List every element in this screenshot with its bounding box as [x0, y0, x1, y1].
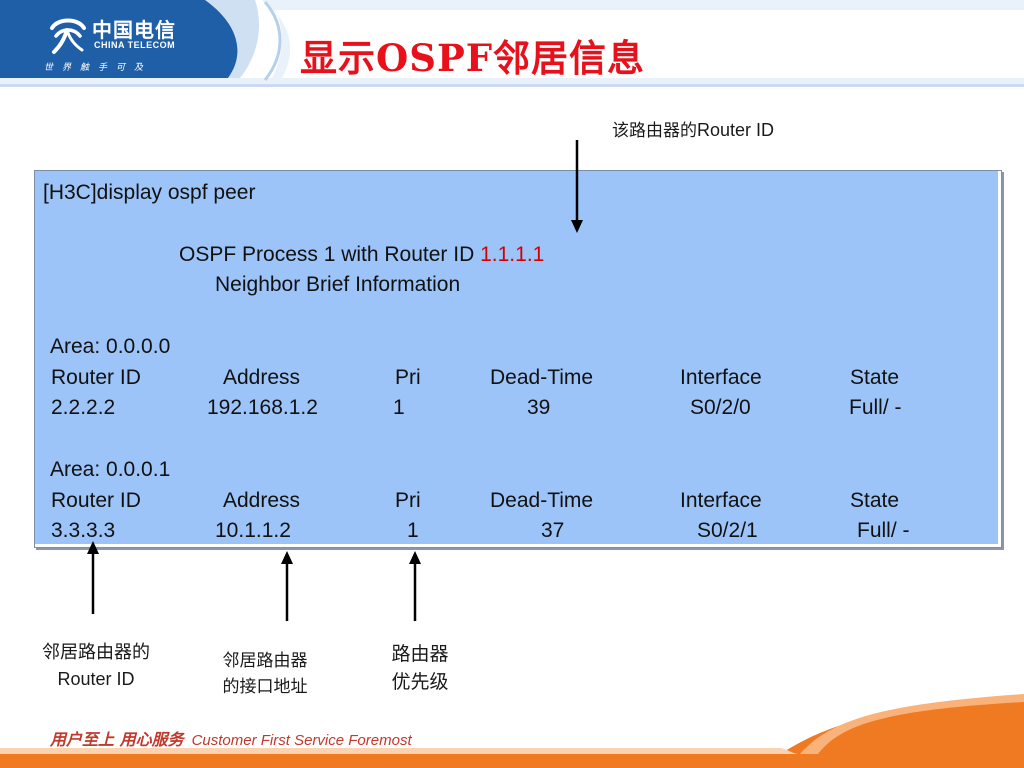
column-header-interface: Interface — [680, 366, 762, 389]
annotation-router-id: 该路由器的Router ID — [612, 116, 774, 141]
header-band: 中国电信 CHINA TELECOM 世界触手可及 — [0, 0, 1024, 90]
annotation-neighbor-interface-line1: 邻居路由器 — [222, 651, 308, 671]
neighbor-router-id: 2.2.2.2 — [51, 396, 116, 419]
brief-heading: Neighbor Brief Information — [215, 273, 461, 296]
column-header-interface: Interface — [680, 489, 762, 512]
neighbor-interface: S0/2/0 — [690, 396, 751, 419]
process-prefix: OSPF Process 1 with Router ID — [179, 243, 481, 266]
column-header-dead-time: Dead-Time — [490, 489, 594, 512]
annotation-neighbor-router-id-cn: 邻居路由器的 — [42, 642, 150, 663]
neighbor-priority: 1 — [407, 519, 419, 542]
area-label: Area: 0.0.0.0 — [50, 335, 171, 358]
column-header-router-id: Router ID — [51, 366, 141, 389]
column-header-pri: Pri — [395, 489, 421, 512]
process-line: OSPF Process 1 with Router ID 1.1.1.1 — [179, 243, 544, 267]
terminal-output: [H3C]display ospf peer OSPF Process 1 wi… — [34, 170, 1002, 548]
annotation-priority: 路由器 优先级 — [365, 640, 475, 696]
neighbor-priority: 1 — [393, 396, 405, 419]
neighbor-interface: S0/2/1 — [697, 519, 758, 542]
column-header-address: Address — [223, 489, 301, 512]
annotation-neighbor-router-id: 邻居路由器的 Router ID — [16, 640, 176, 692]
neighbor-state: Full/ - — [849, 396, 902, 419]
neighbor-address: 192.168.1.2 — [207, 396, 318, 419]
area-label: Area: 0.0.0.1 — [50, 458, 171, 481]
column-header-router-id: Router ID — [51, 489, 141, 512]
annotation-priority-line1: 路由器 — [391, 643, 449, 665]
footer-slogan-en: Customer First Service Foremost — [191, 732, 412, 749]
logo-english-text: CHINA TELECOM — [94, 40, 176, 50]
neighbor-dead-time: 37 — [541, 519, 565, 542]
footer-slogan: 用户至上 用心服务 Customer First Service Foremost — [50, 726, 412, 750]
annotation-neighbor-interface-line2: 的接口地址 — [222, 677, 308, 697]
annotation-neighbor-interface: 邻居路由器 的接口地址 — [200, 648, 330, 700]
column-header-state: State — [850, 366, 900, 389]
router-id-value: 1.1.1.1 — [480, 243, 545, 266]
neighbor-state: Full/ - — [857, 519, 910, 542]
column-header-state: State — [850, 489, 900, 512]
arrowhead-up — [281, 551, 293, 564]
command-line: [H3C]display ospf peer — [43, 181, 256, 204]
logo-slogan: 世界触手可及 — [44, 62, 153, 72]
column-header-pri: Pri — [395, 366, 421, 389]
footer-background — [0, 694, 1024, 768]
china-telecom-logo: 中国电信 CHINA TELECOM 世界触手可及 — [40, 8, 180, 72]
slide-title: 显示OSPF邻居信息 — [300, 36, 646, 80]
neighbor-router-id: 3.3.3.3 — [51, 519, 116, 542]
column-header-address: Address — [223, 366, 301, 389]
annotation-router-id-en: Router ID — [697, 120, 775, 140]
footer-slogan-cn: 用户至上 用心服务 — [50, 730, 184, 749]
header-background — [0, 0, 1024, 90]
annotation-router-id-cn: 该路由器的 — [612, 121, 697, 141]
annotation-priority-line2: 优先级 — [391, 671, 449, 693]
neighbor-address: 10.1.1.2 — [215, 519, 291, 542]
logo-chinese-text: 中国电信 — [92, 18, 176, 42]
arrowhead-up — [409, 551, 421, 564]
column-header-dead-time: Dead-Time — [490, 366, 594, 389]
neighbor-dead-time: 39 — [527, 396, 551, 419]
footer-band: 用户至上 用心服务 Customer First Service Foremost — [0, 690, 1024, 768]
annotation-neighbor-router-id-en: Router ID — [57, 669, 135, 689]
telecom-swirl-icon — [50, 18, 86, 54]
